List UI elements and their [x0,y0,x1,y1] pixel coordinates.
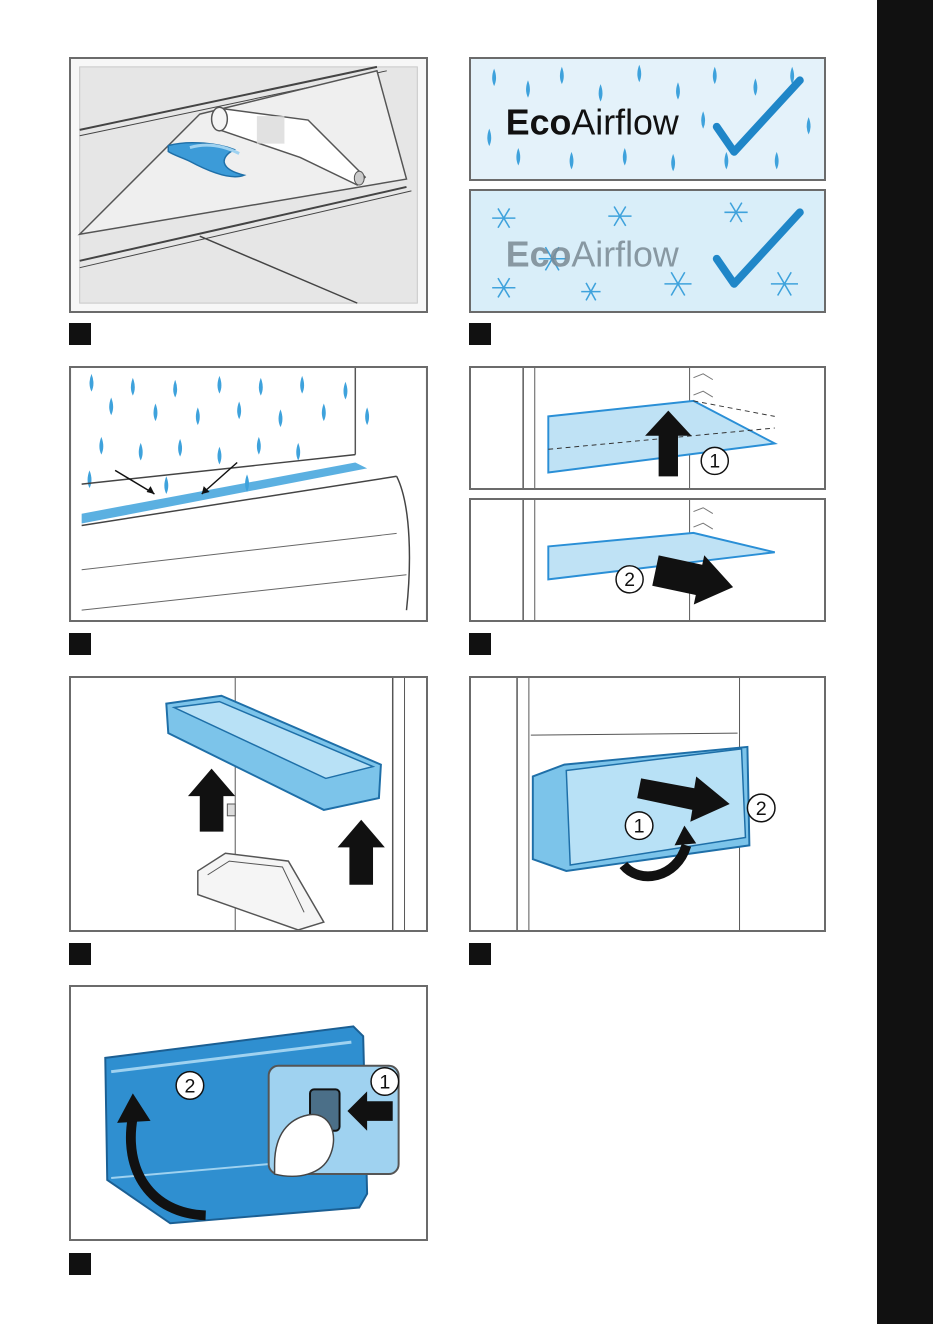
figure-drawer-removal: 1 2 [469,676,826,932]
figure-condensation [69,366,428,622]
figure-ecoairflow-frost: EcoAirflow [469,189,826,313]
eco-label-frost: Eco [506,234,572,274]
freezer-step-2-label: 2 [184,1075,195,1097]
shelf-pull-illustration: 2 [471,500,824,620]
checkmark-icon [717,212,800,284]
figure-marker-4 [469,633,491,655]
drawer-step-1-label: 1 [634,816,645,838]
freezer-drawer-illustration: 2 1 [71,987,426,1239]
airflow-label-frost: Airflow [571,234,679,274]
svg-text:EcoAirflow: EcoAirflow [506,102,679,142]
figure-marker-6 [469,943,491,965]
checkmark-icon [717,80,800,152]
side-tab [877,0,933,1324]
figure-ecoairflow-rain: EcoAirflow [469,57,826,181]
airflow-label: Airflow [571,102,679,142]
freezer-step-1-label: 1 [379,1071,390,1093]
snowflake-icon: EcoAirflow [471,191,824,311]
figure-freezer-drawer: 2 1 [69,985,428,1241]
door-rack-illustration [71,678,426,930]
figure-shelf-lift: 1 [469,366,826,490]
drawer-removal-illustration: 1 2 [471,678,824,930]
figure-shelf-pull: 2 [469,498,826,622]
bottle-holder-illustration [71,59,426,311]
figure-bottle-holder [69,57,428,313]
figure-marker-2 [469,323,491,345]
rain-icon: EcoAirflow [471,59,824,179]
figure-marker-3 [69,633,91,655]
figure-door-rack [69,676,428,932]
figure-marker-7 [69,1253,91,1275]
step-2-label: 2 [624,569,635,591]
shelf-lift-illustration: 1 [471,368,824,488]
eco-label: Eco [506,102,572,142]
figure-marker-5 [69,943,91,965]
svg-text:EcoAirflow: EcoAirflow [506,234,679,274]
step-1-label: 1 [709,451,720,473]
figure-marker-1 [69,323,91,345]
drawer-step-2-label: 2 [756,798,767,820]
condensation-illustration [71,368,426,620]
